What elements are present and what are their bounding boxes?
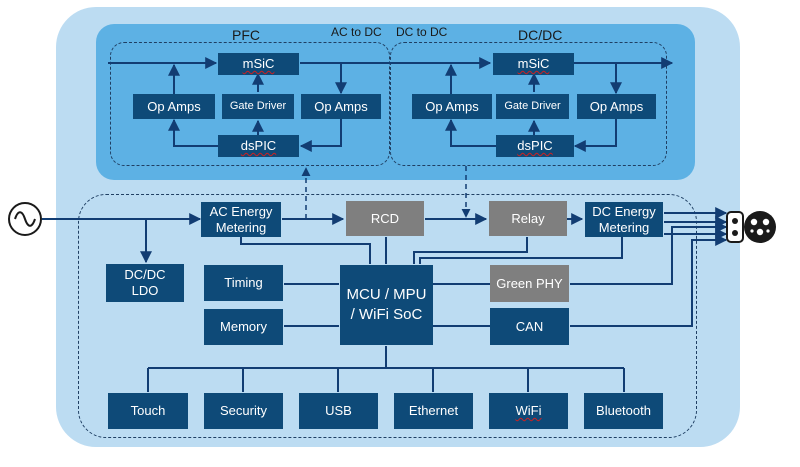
rcd-label: RCD xyxy=(370,210,400,226)
pfc-dspic-label: dsPIC xyxy=(240,138,277,154)
mcu-label: MCU / MPU / WiFi SoC xyxy=(347,285,427,326)
pfc-op-amps-right-block: Op Amps xyxy=(301,94,381,119)
pfc-title: PFC xyxy=(232,27,260,43)
pfc-op-amps-left-block: Op Amps xyxy=(133,94,215,119)
dcdc-msic-block: mSiC xyxy=(493,53,574,75)
pfc-gate-driver-label: Gate Driver xyxy=(229,99,287,112)
dcdc-op-amps-left-label: Op Amps xyxy=(425,98,479,114)
dcdc-op-amps-right-block: Op Amps xyxy=(577,94,656,119)
dc-to-dc-label: DC to DC xyxy=(396,25,448,39)
relay-label: Relay xyxy=(511,210,545,226)
timing-block: Timing xyxy=(204,265,283,301)
can-label: CAN xyxy=(515,318,544,334)
mcu-label-text: MCU / MPU / WiFi SoC xyxy=(346,285,427,323)
rcd-block: RCD xyxy=(346,201,424,236)
pfc-dspic-block: dsPIC xyxy=(218,135,299,157)
ethernet-label: Ethernet xyxy=(408,403,459,419)
dcdc-dashed-group xyxy=(390,42,667,166)
dcdc-msic-label: mSiC xyxy=(517,56,550,72)
dcdc-ldo-block: DC/DC LDO xyxy=(106,264,184,302)
dcdc-dspic-label: dsPIC xyxy=(517,138,553,154)
relay-block: Relay xyxy=(489,201,567,236)
pfc-msic-block: mSiC xyxy=(218,53,299,75)
pfc-dashed-group xyxy=(110,42,390,166)
ac-energy-metering-block: AC Energy Metering xyxy=(201,202,281,237)
pfc-gate-driver-block: Gate Driver xyxy=(222,94,294,119)
wifi-label: WiFi xyxy=(515,403,542,419)
control-dashed-group xyxy=(78,194,697,438)
dcdc-title: DC/DC xyxy=(518,27,563,43)
dc-energy-metering-block: DC Energy Metering xyxy=(585,202,663,237)
bluetooth-block: Bluetooth xyxy=(584,393,663,429)
dcdc-gate-driver-block: Gate Driver xyxy=(496,94,569,119)
memory-block: Memory xyxy=(204,309,283,345)
mcu-mpu-wifi-soc-block: MCU / MPU / WiFi SoC xyxy=(340,265,433,345)
usb-block: USB xyxy=(299,393,378,429)
touch-block: Touch xyxy=(108,393,188,429)
green-phy-block: Green PHY xyxy=(490,265,569,302)
usb-label: USB xyxy=(325,403,352,419)
dcdc-dspic-block: dsPIC xyxy=(496,135,574,157)
security-block: Security xyxy=(204,393,283,429)
dcdc-op-amps-left-block: Op Amps xyxy=(412,94,492,119)
ac-to-dc-label: AC to DC xyxy=(331,25,382,39)
pfc-msic-label: mSiC xyxy=(242,56,275,72)
memory-label: Memory xyxy=(220,319,267,335)
timing-label: Timing xyxy=(224,275,263,291)
dcdc-gate-driver-label: Gate Driver xyxy=(504,99,561,112)
dcdc-op-amps-right-label: Op Amps xyxy=(589,98,644,114)
ev-charging-connector-icon xyxy=(726,211,776,243)
pfc-op-amps-left-label: Op Amps xyxy=(147,98,201,114)
security-label: Security xyxy=(220,403,267,419)
touch-label: Touch xyxy=(130,403,166,419)
can-block: CAN xyxy=(490,308,569,345)
bluetooth-label: Bluetooth xyxy=(596,403,651,419)
ethernet-block: Ethernet xyxy=(394,393,473,429)
pfc-op-amps-right-label: Op Amps xyxy=(314,98,368,114)
ac-sine-source-icon xyxy=(8,202,42,236)
wifi-block: WiFi xyxy=(489,393,568,429)
green-phy-label: Green PHY xyxy=(496,275,563,291)
